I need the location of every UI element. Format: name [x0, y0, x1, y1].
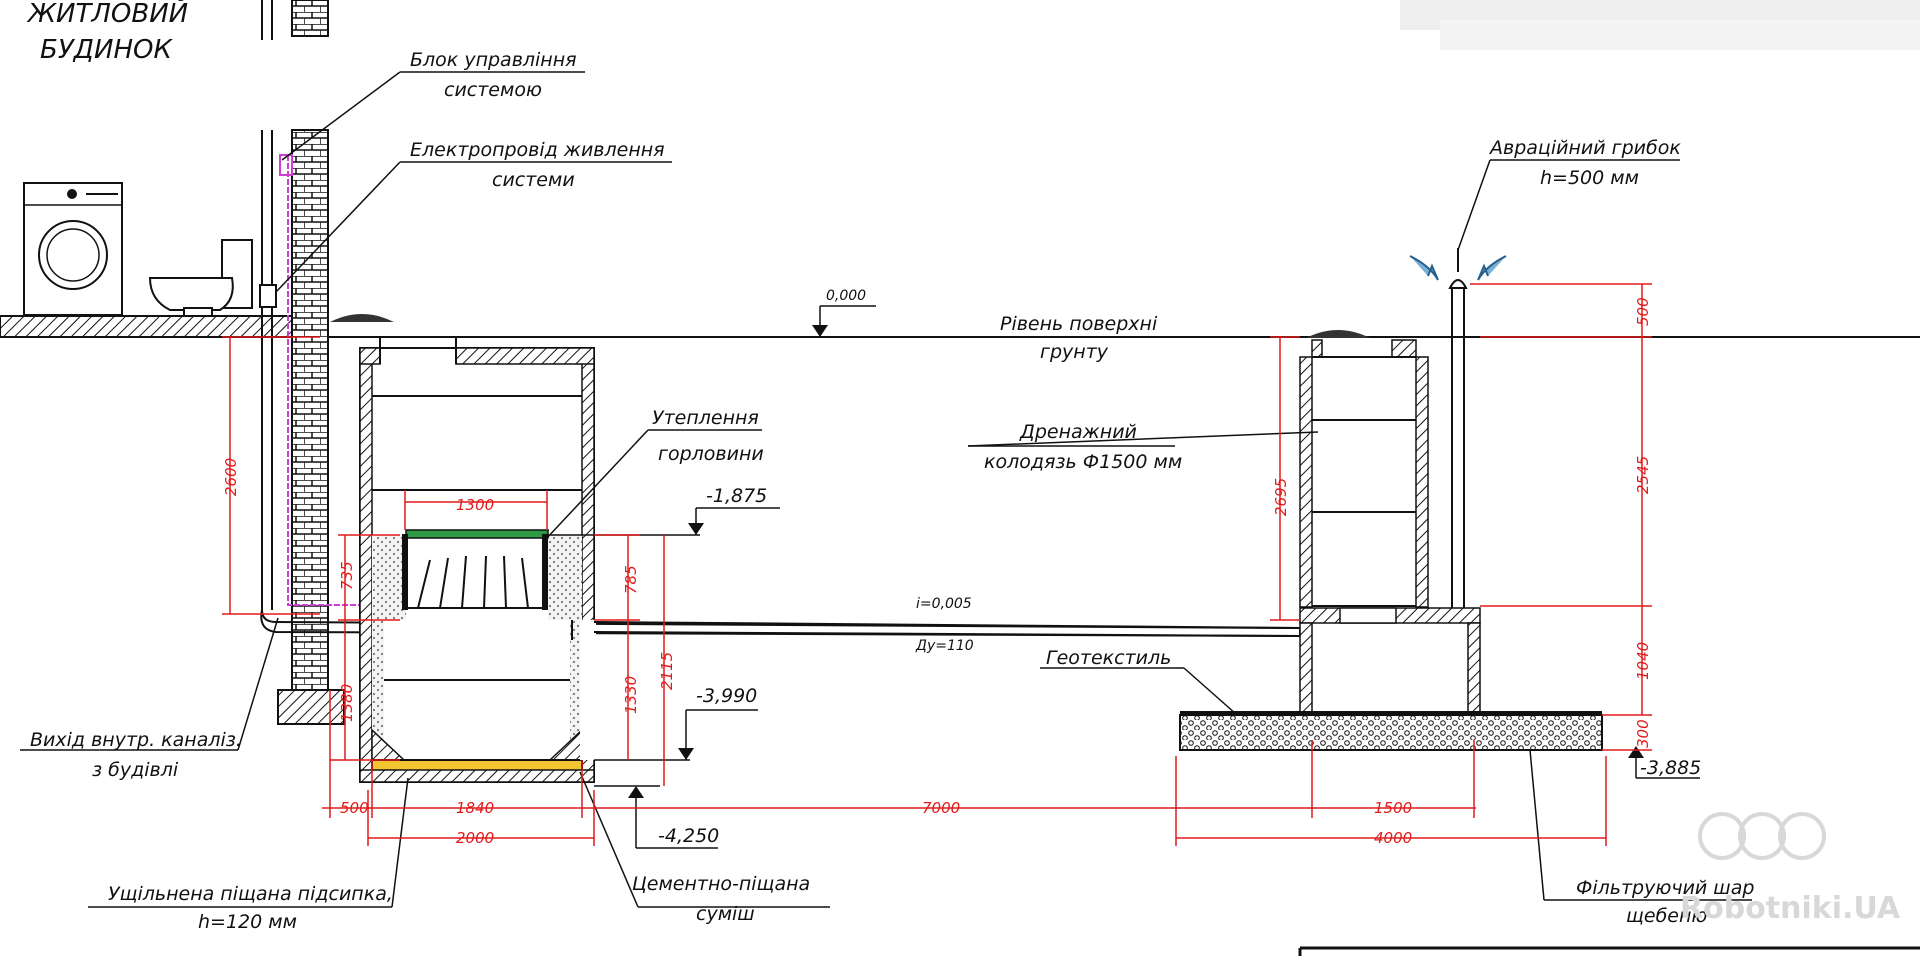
elevation-1: -1,875: [706, 485, 767, 507]
outlet-pipe: [593, 621, 1301, 629]
dim-2115: 2115: [658, 652, 676, 690]
elevation-marks: [628, 325, 1644, 798]
washing-machine-icon: [23, 182, 123, 316]
power-cable-label: Електропровід живлення: [410, 139, 665, 161]
outlet-label: Вихід внутр. каналіз.: [30, 729, 242, 751]
dim-4000: 4000: [1374, 829, 1412, 847]
control-block-label-2: системою: [444, 79, 542, 101]
air-arrow-left-icon: [1409, 255, 1439, 281]
air-arrow-right-icon: [1477, 255, 1507, 281]
elevation-4: -3,885: [1640, 757, 1701, 779]
insulation-label: Утеплення: [652, 407, 759, 429]
dim-7000: 7000: [922, 799, 960, 817]
filter-label: Фільтруючий шар: [1576, 877, 1754, 899]
control-block-label: Блок управління: [410, 49, 577, 71]
power-cable-label-2: системи: [492, 169, 575, 191]
labels: ЖИТЛОВИЙ БУДИНОК Блок управління системо…: [26, 0, 1754, 933]
slope-label: i=0,005: [916, 596, 972, 612]
dimension-texts: 2600 1300 735 785 2115 1380 1330 500 184…: [222, 297, 1652, 847]
dim-500-b: 500: [1634, 297, 1652, 326]
geotextile-label: Геотекстиль: [1046, 647, 1171, 669]
dim-1040: 1040: [1634, 642, 1652, 680]
dim-1500: 1500: [1374, 799, 1412, 817]
drain-well: [1179, 330, 1603, 751]
sand-label: Ущільнена піщана підсипка,: [108, 883, 393, 905]
level-mark-label: 0,000: [826, 288, 866, 304]
dim-1840: 1840: [456, 799, 494, 817]
dim-2000: 2000: [456, 829, 494, 847]
septic-tank: [330, 314, 596, 783]
dim-785: 785: [622, 565, 640, 594]
aeration-label-2: h=500 мм: [1540, 167, 1639, 189]
dim-735: 735: [338, 561, 356, 590]
dim-2600: 2600: [222, 458, 240, 496]
leader-lines: [20, 71, 1752, 908]
ground-label: Рівень поверхні: [1000, 313, 1158, 335]
dim-1300: 1300: [456, 496, 494, 514]
dim-2545: 2545: [1634, 456, 1652, 494]
elevation-2: -3,990: [696, 685, 757, 707]
watermark-text: Robotniki.UA: [1680, 891, 1901, 926]
house-label-2: БУДИНОК: [40, 35, 173, 65]
toilet-icon: [148, 239, 253, 317]
drain-well-label-2: колодязь Ф1500 мм: [984, 451, 1182, 473]
dim-1380: 1380: [338, 684, 356, 722]
watermark: Robotniki.UA: [1680, 812, 1901, 926]
title-block-edge: [1298, 946, 1920, 956]
dim-300: 300: [1634, 719, 1652, 748]
ground-label-2: грунту: [1040, 341, 1109, 363]
dim-2695: 2695: [1272, 478, 1290, 516]
cement-label-2: суміш: [696, 903, 755, 925]
dim-500-a: 500: [340, 799, 369, 817]
house-label: ЖИТЛОВИЙ: [26, 0, 188, 29]
pipe-diameter-label: Ду=110: [915, 638, 974, 654]
aeration-pipe: [1448, 248, 1468, 608]
filter-label-2: щебеню: [1626, 905, 1707, 927]
outlet-label-2: з будівлі: [92, 759, 179, 781]
sand-label-2: h=120 мм: [198, 911, 297, 933]
control-block: [279, 154, 293, 176]
elevation-3: -4,250: [658, 825, 719, 847]
insulation-label-2: горловини: [658, 443, 764, 465]
drain-well-label: Дренажний: [1019, 421, 1137, 443]
house-floor-slab: [0, 315, 296, 338]
dim-1330: 1330: [622, 676, 640, 714]
corner-shadow: [1400, 0, 1920, 50]
dimension-lines: [222, 283, 1652, 846]
aeration-label: Авраційний грибок: [1488, 137, 1681, 159]
cement-label: Цементно-піщана: [632, 873, 810, 895]
brick-wall: [261, 0, 345, 725]
